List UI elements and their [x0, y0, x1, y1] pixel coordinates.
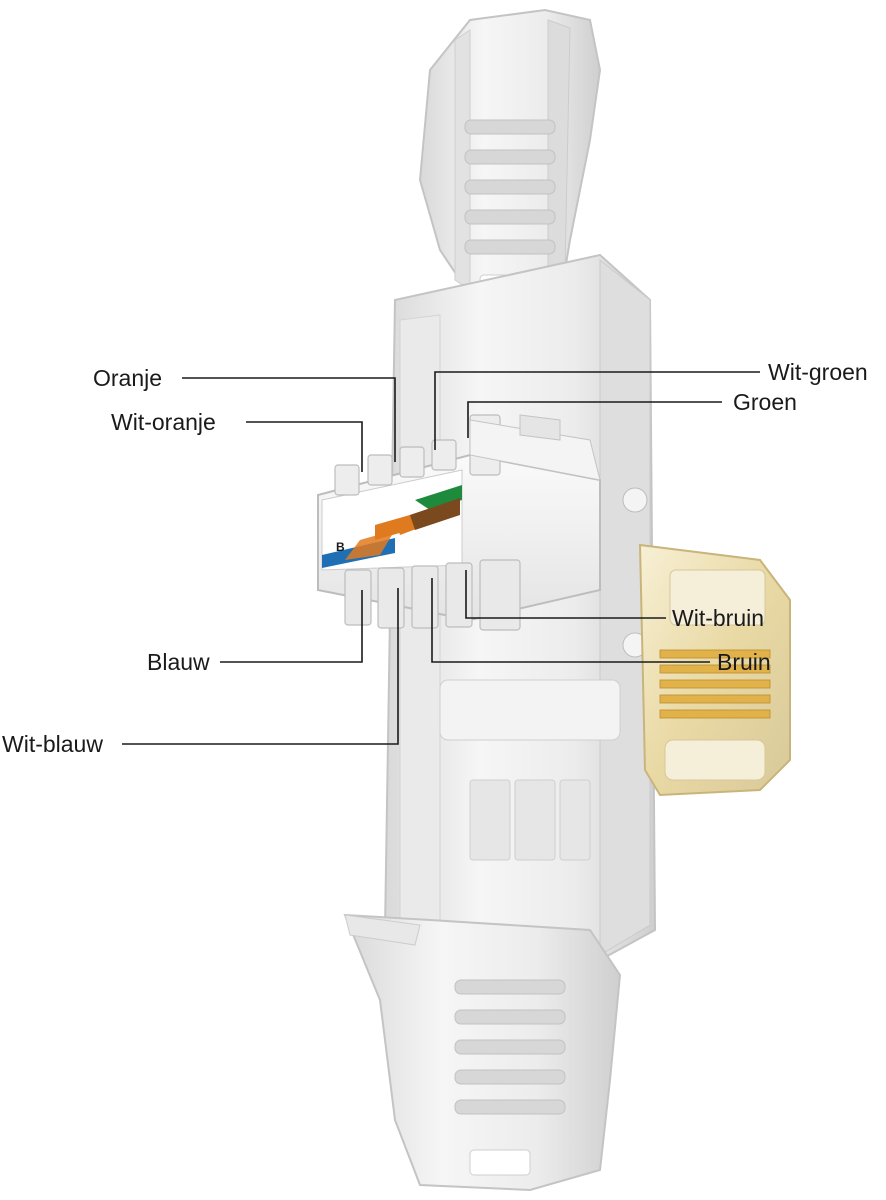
wire-color-brown [410, 498, 460, 530]
leader-groen [467, 401, 722, 438]
leader-lines [122, 371, 760, 745]
leader-wit-groen [434, 371, 760, 450]
wire-color-green [415, 485, 462, 510]
leader-wit-oranje [246, 421, 363, 472]
leader-wit-bruin [465, 570, 666, 619]
upper-ribs [464, 119, 556, 255]
lower-ribs [454, 979, 566, 1115]
connector-housing: B [317, 8, 791, 1192]
leader-wit-blauw [122, 588, 399, 745]
label-wit-oranje: Wit-oranje [111, 409, 216, 435]
label-wit-groen: Wit-groen [768, 359, 868, 385]
label-groen: Groen [733, 389, 797, 415]
label-oranje: Oranje [93, 365, 162, 391]
wire-labels: Oranje Wit-oranje Wit-groen Groen Wit-br… [2, 359, 868, 757]
plug-contacts [659, 649, 771, 719]
label-wit-blauw: Wit-blauw [2, 731, 103, 757]
block-marking: B [336, 540, 345, 554]
lower-inner-detail [439, 679, 621, 861]
wire-color-stripe [345, 530, 395, 560]
label-wit-bruin: Wit-bruin [672, 605, 764, 631]
label-bruin: Bruin [717, 649, 771, 675]
leader-blauw [220, 590, 363, 663]
leader-oranje [182, 377, 396, 462]
termination-block: B [317, 414, 601, 631]
rj45-plug [638, 543, 791, 797]
leader-bruin [431, 578, 710, 663]
label-blauw: Blauw [147, 649, 210, 675]
